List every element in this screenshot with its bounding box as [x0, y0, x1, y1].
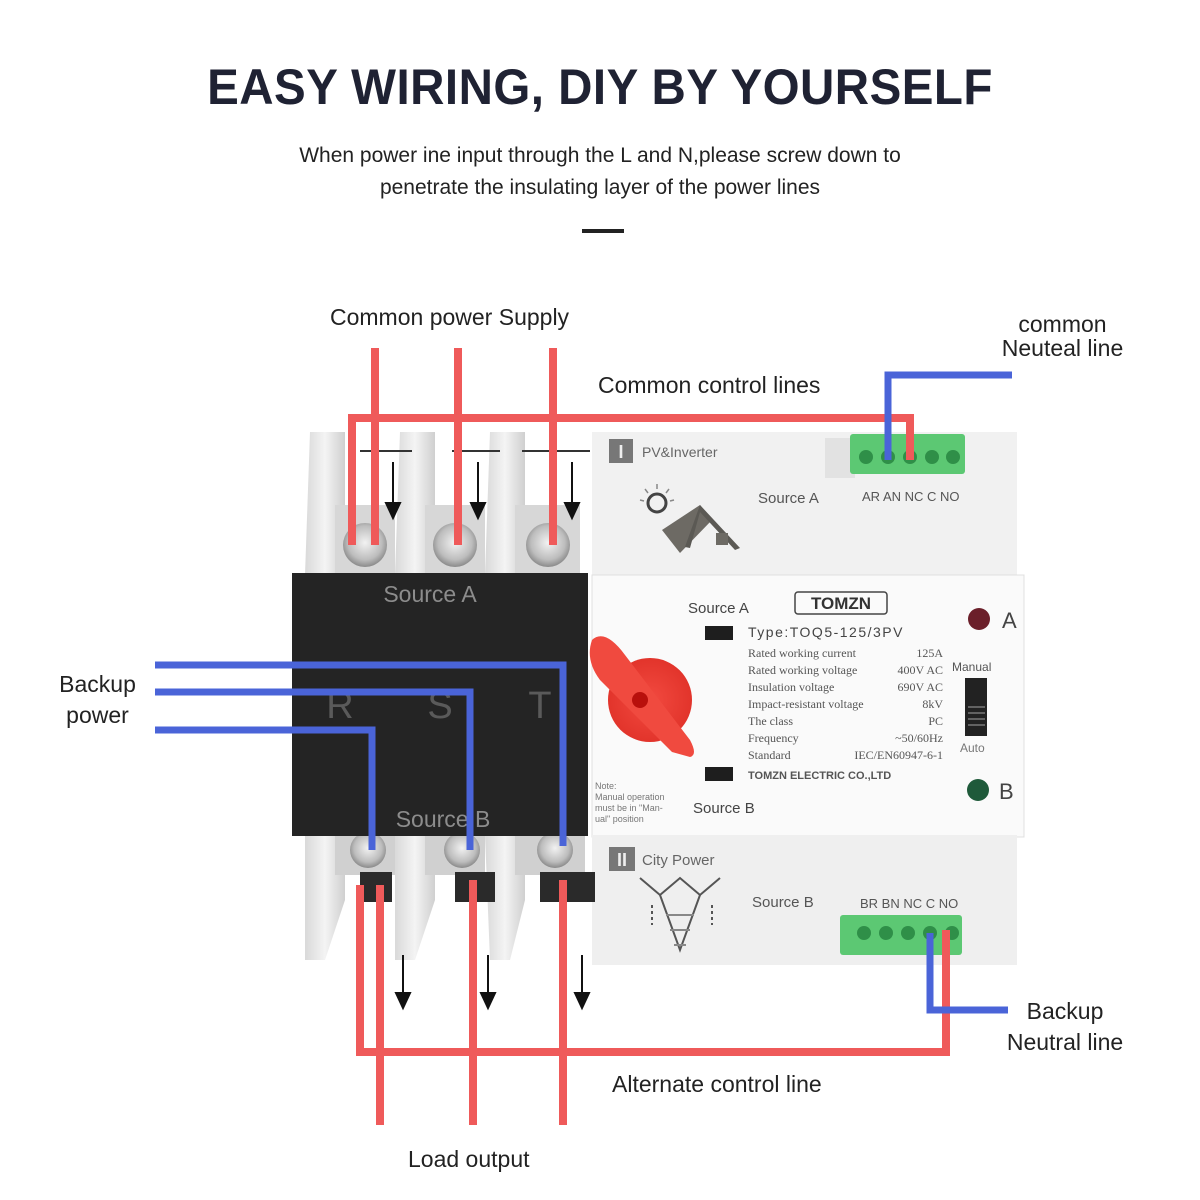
source-a-window: [705, 626, 733, 640]
spec-label: Frequency: [748, 731, 799, 745]
block-source-a-label: Source A: [383, 581, 477, 607]
terminal-screw-icon[interactable]: [879, 926, 893, 940]
screw-icon[interactable]: [526, 523, 570, 567]
switch-source-a-label: Source A: [688, 600, 749, 617]
terminal-screw-icon[interactable]: [925, 450, 939, 464]
label-common-power-supply: Common power Supply: [330, 304, 570, 330]
page-title: EASY WIRING, DIY BY YOURSELF: [207, 59, 993, 115]
block-source-b-label: Source B: [396, 806, 491, 832]
bottom-module-name: City Power: [642, 852, 715, 869]
label-load-output: Load output: [408, 1146, 530, 1172]
spec-value: PC: [928, 714, 943, 728]
terminal-screw-icon[interactable]: [946, 450, 960, 464]
svg-text:II: II: [617, 850, 627, 870]
title-divider: [582, 229, 624, 233]
bottom-terminal-labels: BR BN NC C NO: [860, 896, 958, 911]
screw-icon[interactable]: [444, 832, 480, 868]
note-line: must be in "Man-: [595, 803, 663, 813]
switch-source-b-label: Source B: [693, 800, 755, 817]
solar-house-icon: [639, 484, 740, 553]
backup-power-wire-s[interactable]: [155, 688, 474, 850]
note-line: Manual operation: [595, 792, 665, 802]
spec-list: Rated working current 125A Rated working v…: [748, 646, 943, 762]
spec-value: 125A: [916, 646, 943, 660]
arrow-down-icon: [563, 502, 581, 521]
indicator-a-label: A: [1002, 608, 1017, 633]
label-backup-power: Backup power: [59, 671, 136, 728]
source-b-window: [705, 767, 733, 781]
arrow-down-icon: [384, 502, 402, 521]
subtitle: When power ine input through the L and N…: [0, 140, 1200, 204]
mode-auto-label: Auto: [960, 741, 985, 755]
indicator-b-lamp: [967, 779, 989, 801]
selector-knob[interactable]: [589, 636, 694, 757]
black-switch-block: [292, 573, 588, 836]
arrow-down-icon: [573, 992, 591, 1011]
module-badge-i: [609, 439, 633, 463]
knob-indicator: [632, 692, 648, 708]
arrow-down-icon: [394, 992, 412, 1011]
phase-t-label: T: [528, 685, 551, 727]
alternate-control-wire[interactable]: [356, 885, 950, 1056]
label-alternate-control-line: Alternate control line: [612, 1071, 822, 1097]
backup-neutral-wire[interactable]: [926, 933, 1008, 1014]
terminal-housings-top: [305, 432, 580, 575]
neutral-wires: [155, 371, 1012, 1014]
top-terminal-labels: AR AN NC C NO: [862, 489, 960, 504]
spec-label: Standard: [748, 748, 791, 762]
svg-text:I: I: [618, 442, 623, 462]
spec-label: Rated working voltage: [748, 663, 857, 677]
brand-logo-frame: [794, 591, 888, 615]
label-backup-neutral-line: Backup Neutral line: [1006, 998, 1124, 1055]
screw-icon[interactable]: [537, 832, 573, 868]
power-tower-icon: [639, 876, 721, 953]
live-wires: [348, 348, 950, 1125]
note-line: Note:: [595, 781, 617, 791]
terminal-screw-icon[interactable]: [859, 450, 873, 464]
spec-label: Rated working current: [748, 646, 857, 660]
common-neutral-wire[interactable]: [884, 371, 1012, 460]
label-common-control-lines: Common control lines: [598, 372, 821, 398]
spec-label: The class: [748, 714, 793, 728]
terminal-housings-bottom: [305, 832, 595, 960]
spec-value: IEC/EN60947-6-1: [854, 748, 943, 762]
arrow-down-icon: [479, 992, 497, 1011]
common-control-wire[interactable]: [348, 414, 914, 545]
bottom-module-source-label: Source B: [752, 894, 814, 911]
spec-value: 400V AC: [898, 663, 943, 677]
note-line: ual" position: [595, 814, 644, 824]
module-badge-ii: [609, 847, 635, 871]
label-common-neutral-line: common Neuteal line: [1001, 311, 1124, 361]
spec-value: ~50/60Hz: [895, 731, 943, 745]
spec-label: Impact-resistant voltage: [748, 697, 864, 711]
brand-logo: TOMZN: [811, 594, 871, 613]
screw-icon[interactable]: [350, 832, 386, 868]
backup-power-wire-t[interactable]: [155, 661, 567, 846]
indicator-b-label: B: [999, 779, 1014, 804]
backup-power-wire-r[interactable]: [155, 726, 376, 850]
terminal-screw-icon[interactable]: [901, 926, 915, 940]
top-module-name: PV&Inverter: [642, 444, 718, 460]
insertion-arrows-bottom: [394, 955, 591, 1011]
spec-value: 8kV: [922, 697, 943, 711]
indicator-a-lamp: [968, 608, 990, 630]
device-type: Type:TOQ5-125/3PV: [748, 624, 904, 640]
subtitle-line-2: penetrate the insulating layer of the po…: [379, 176, 821, 199]
mode-manual-label: Manual: [952, 660, 991, 674]
spec-label: Insulation voltage: [748, 680, 834, 694]
top-module-source-label: Source A: [758, 490, 819, 507]
terminal-screw-icon[interactable]: [857, 926, 871, 940]
subtitle-line-1: When power ine input through the L and N…: [299, 144, 901, 167]
spec-value: 690V AC: [898, 680, 943, 694]
manufacturer-label: TOMZN ELECTRIC CO.,LTD: [748, 770, 891, 782]
arrow-down-icon: [469, 502, 487, 521]
mode-switch-grip: [968, 706, 985, 726]
